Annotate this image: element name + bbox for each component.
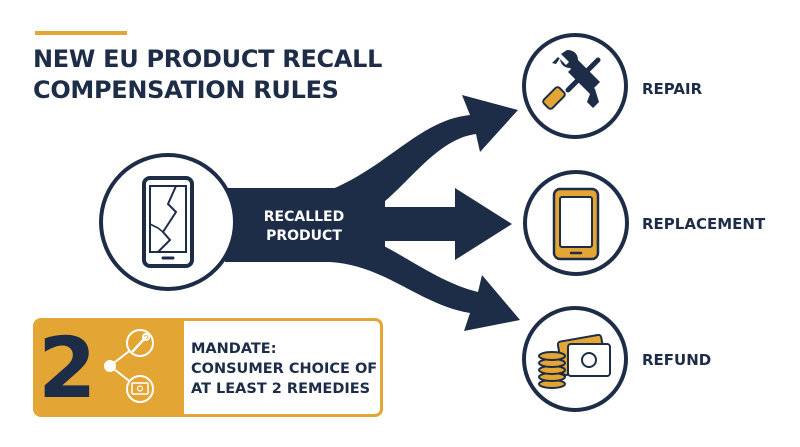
broken-phone-icon [142,176,194,268]
mandate-line-2: CONSUMER CHOICE OF [191,361,378,377]
mandate-number: 2 [38,319,97,417]
mandate-line-1: MANDATE: [191,341,277,357]
arrow-to-repair [330,95,518,218]
title-accent-bar [35,31,127,35]
arrow-to-refund [330,232,520,331]
page-title: NEW EU PRODUCT RECALL COMPENSATION RULES [33,44,382,106]
replacement-node [523,170,629,276]
flow-arrows [225,95,520,331]
title-line-2: COMPENSATION RULES [33,76,339,104]
center-label-line-2: PRODUCT [266,228,342,244]
mandate-text: MANDATE: CONSUMER CHOICE OF AT LEAST 2 R… [191,339,377,399]
cash-coins-icon [538,333,611,389]
mandate-number-panel: 2 [36,321,184,414]
remedy-label-replacement: REPLACEMENT [642,215,766,233]
wrench-screwdriver-icon [542,50,601,110]
mandate-line-3: AT LEAST 2 REMEDIES [191,381,371,397]
mandate-callout: 2 MANDATE: CONSUMER CHOICE OF AT LEAST 2… [33,318,383,417]
smartphone-icon [552,187,600,261]
refund-node [522,306,628,412]
title-line-1: NEW EU PRODUCT RECALL [33,45,383,73]
repair-node [522,33,628,139]
remedy-label-refund: REFUND [642,351,712,369]
recalled-product-node [99,153,237,291]
recalled-product-label: RECALLED PRODUCT [252,208,356,246]
arrow-to-replacement [340,188,512,260]
center-label-line-1: RECALLED [263,209,345,225]
remedy-label-repair: REPAIR [642,80,703,98]
